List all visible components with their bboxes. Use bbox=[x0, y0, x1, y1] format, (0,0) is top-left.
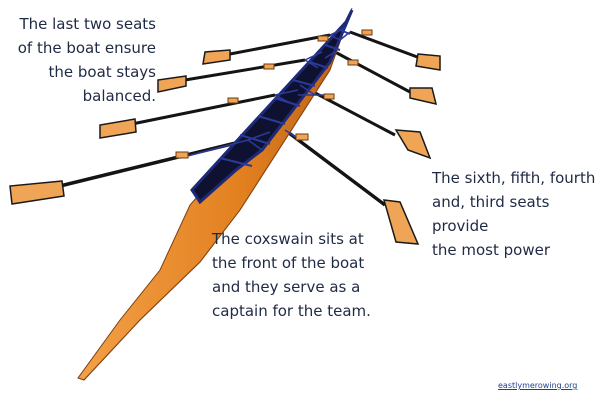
seat-divider bbox=[239, 134, 271, 145]
rigger bbox=[304, 51, 323, 69]
oar-shaft-right-3 bbox=[299, 83, 396, 137]
oarlock bbox=[227, 97, 239, 104]
oar-blade-right-2 bbox=[409, 87, 438, 106]
hull-keel-line bbox=[83, 69, 331, 381]
oar-shaft-left-2 bbox=[184, 58, 306, 82]
oar-shaft-right-4 bbox=[283, 128, 387, 207]
seat-divider bbox=[324, 44, 341, 51]
oarlock bbox=[263, 63, 275, 70]
blades bbox=[9, 49, 441, 245]
oarlock bbox=[295, 133, 309, 141]
seat-divider bbox=[292, 79, 316, 87]
oar-shaft-left-3 bbox=[131, 93, 276, 126]
rigger bbox=[329, 27, 346, 41]
credit-link[interactable]: eastlymerowing.org bbox=[498, 381, 578, 390]
oar-blade-right-3 bbox=[394, 129, 432, 160]
oarlock bbox=[347, 59, 359, 66]
riggers bbox=[179, 27, 351, 159]
oar-blade-left-4 bbox=[9, 180, 65, 205]
rigger bbox=[274, 89, 299, 105]
caption-coxswain: The coxswain sits at the front of the bo… bbox=[212, 230, 371, 320]
oar-blade-left-2 bbox=[157, 75, 187, 93]
rigger bbox=[179, 131, 271, 159]
caption-last-two-seats: The last two seats of the boat ensure th… bbox=[17, 15, 156, 105]
rigger bbox=[284, 31, 351, 141]
oar-shaft-right-2 bbox=[334, 50, 411, 94]
oarlock bbox=[175, 151, 189, 159]
oar-blade-left-3 bbox=[99, 118, 137, 139]
oarlock bbox=[361, 29, 373, 36]
oar-shaft-left-1 bbox=[229, 33, 331, 56]
oarlock bbox=[323, 93, 335, 100]
seat-divider bbox=[257, 115, 286, 125]
oar-blade-right-4 bbox=[382, 199, 420, 245]
seat-divider bbox=[309, 61, 329, 69]
hull bbox=[77, 7, 354, 381]
oar-blade-left-1 bbox=[202, 49, 231, 65]
oarlocks bbox=[175, 29, 373, 159]
oar-shaft-right-1 bbox=[349, 30, 421, 60]
oar-blade-right-1 bbox=[415, 53, 441, 71]
oarlock bbox=[317, 35, 329, 42]
deck-cockpit bbox=[190, 9, 354, 205]
caption-middle-seats: The sixth, fifth, fourth and, third seat… bbox=[432, 169, 596, 259]
seat-divider bbox=[219, 157, 253, 167]
